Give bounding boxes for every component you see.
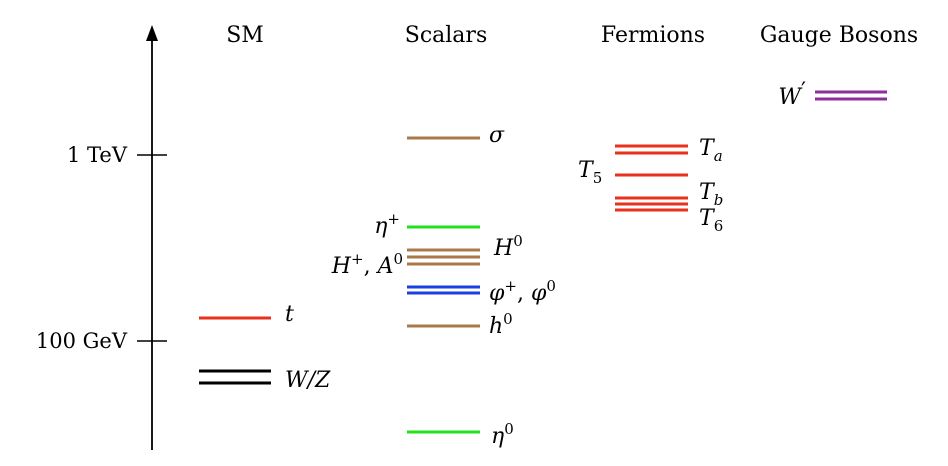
label-eta0-sup: 0 bbox=[504, 420, 514, 438]
label-h0: h0 bbox=[489, 310, 513, 339]
tick-label-100gev: 100 GeV bbox=[36, 329, 128, 353]
label-T5-sub: 5 bbox=[593, 169, 603, 187]
label-Ta-sub: a bbox=[714, 147, 723, 165]
label-t: t bbox=[285, 302, 294, 327]
label-A0-sup: 0 bbox=[393, 250, 403, 268]
label-Tb: Tb bbox=[699, 180, 723, 209]
label-Hplus-A0: H+, A0 bbox=[331, 250, 403, 279]
label-wz: W/Z bbox=[285, 368, 331, 393]
axis-arrowhead bbox=[146, 25, 158, 41]
label-Wprime: W′ bbox=[778, 79, 806, 110]
label-Ta-base: T bbox=[699, 136, 716, 161]
label-Wprime-base: W bbox=[778, 85, 803, 110]
label-H0: H0 bbox=[493, 232, 523, 261]
label-eta-plus: η+ bbox=[374, 210, 400, 239]
label-T5-base: T bbox=[578, 158, 595, 183]
label-eta0-base: η bbox=[491, 424, 504, 449]
label-h0-base: h bbox=[489, 314, 503, 339]
label-eta0: η0 bbox=[491, 420, 514, 449]
label-Tb-base: T bbox=[699, 180, 716, 205]
header-gauge-bosons: Gauge Bosons bbox=[760, 23, 918, 48]
label-Wprime-prime: ′ bbox=[801, 79, 806, 104]
label-phi: φ+, φ0 bbox=[489, 277, 556, 306]
label-phi0-base: φ bbox=[531, 281, 547, 306]
label-sigma: σ bbox=[489, 123, 505, 148]
label-A0-base: A bbox=[376, 254, 394, 279]
label-eta-plus-base: η bbox=[374, 214, 387, 239]
label-A0-sep: , bbox=[364, 254, 378, 279]
header-sm: SM bbox=[226, 23, 264, 48]
label-Hplus-sup: + bbox=[351, 250, 364, 268]
label-phi0-sup: 0 bbox=[546, 277, 556, 295]
label-phi-sep: , bbox=[517, 281, 531, 306]
header-scalars: Scalars bbox=[405, 23, 487, 48]
label-H0-base: H bbox=[493, 236, 514, 261]
label-T6-sub: 6 bbox=[714, 217, 724, 235]
label-T5: T5 bbox=[578, 158, 602, 187]
label-T6: T6 bbox=[699, 206, 723, 235]
label-H0-sup: 0 bbox=[513, 232, 523, 250]
label-T6-base: T bbox=[699, 206, 716, 231]
header-fermions: Fermions bbox=[601, 23, 705, 48]
label-phi-plus-base: φ bbox=[489, 281, 505, 306]
label-h0-sup: 0 bbox=[503, 310, 513, 328]
label-Tb-sub: b bbox=[714, 191, 724, 209]
tick-label-tev: 1 TeV bbox=[67, 143, 128, 167]
label-Ta: Ta bbox=[699, 136, 723, 165]
label-eta-plus-sup: + bbox=[387, 210, 400, 228]
label-Hplus-base: H bbox=[331, 254, 352, 279]
label-phi-plus-sup: + bbox=[504, 277, 517, 295]
